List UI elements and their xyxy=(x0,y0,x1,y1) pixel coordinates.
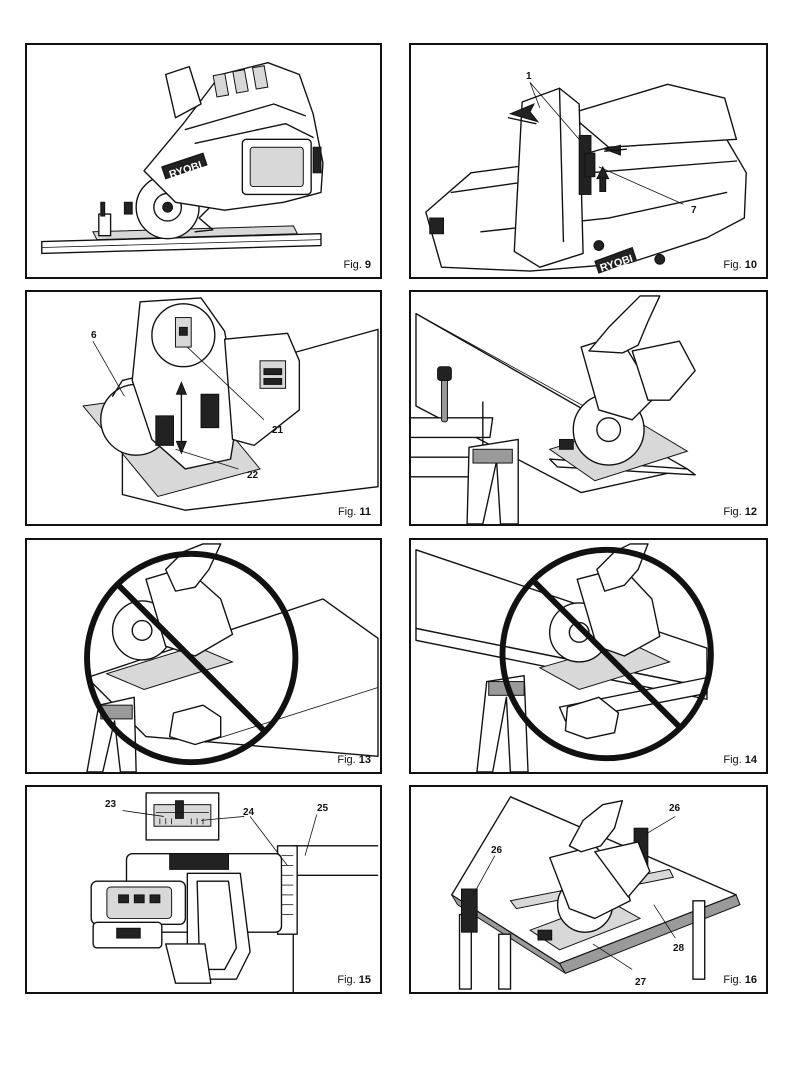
battery-release-illustration: RYOBI xyxy=(411,45,766,277)
callout-23: 23 xyxy=(105,799,116,810)
figure-9-label: Fig. 9 xyxy=(343,259,371,271)
callout-24: 24 xyxy=(243,807,254,818)
figure-16-label: Fig. 16 xyxy=(723,974,757,986)
cutting-guide-alignment-illustration xyxy=(27,787,380,992)
callout-22: 22 xyxy=(247,470,258,481)
callout-1: 1 xyxy=(526,71,532,82)
callout-6: 6 xyxy=(91,330,97,341)
figure-9-panel: RYOBI Fig. 9 xyxy=(25,43,382,279)
figure-13-label: Fig. 13 xyxy=(337,754,371,766)
figure-10-label: Fig. 10 xyxy=(723,259,757,271)
callout-27: 27 xyxy=(635,977,646,988)
figure-11-label: Fig. 11 xyxy=(338,506,371,518)
figure-15-label: Fig. 15 xyxy=(337,974,371,986)
clamped-guide-cutting-illustration xyxy=(411,787,766,992)
figure-15-panel: 23 24 25 Fig. 15 xyxy=(25,785,382,994)
figure-12-panel: Fig. 12 xyxy=(409,290,768,526)
correct-support-illustration xyxy=(411,292,766,524)
figure-13-panel: Fig. 13 xyxy=(25,538,382,774)
figure-11-panel: 6 21 22 Fig. 11 xyxy=(25,290,382,526)
circular-saw-side-view-illustration: RYOBI xyxy=(27,45,380,277)
callout-26-right: 26 xyxy=(669,803,680,814)
incorrect-support-illustration-1 xyxy=(27,540,380,772)
callout-26-left: 26 xyxy=(491,845,502,856)
figure-14-label: Fig. 14 xyxy=(723,754,757,766)
callout-21: 21 xyxy=(272,425,283,436)
incorrect-support-illustration-2 xyxy=(411,540,766,772)
callout-25: 25 xyxy=(317,803,328,814)
figure-14-panel: Fig. 14 xyxy=(409,538,768,774)
figure-16-panel: 26 26 27 28 Fig. 16 xyxy=(409,785,768,994)
figure-12-label: Fig. 12 xyxy=(723,506,757,518)
figure-10-panel: RYOBI 1 7 Fig. 10 xyxy=(409,43,768,279)
callout-28: 28 xyxy=(673,943,684,954)
callout-7: 7 xyxy=(691,205,697,216)
depth-adjustment-illustration xyxy=(27,292,380,524)
